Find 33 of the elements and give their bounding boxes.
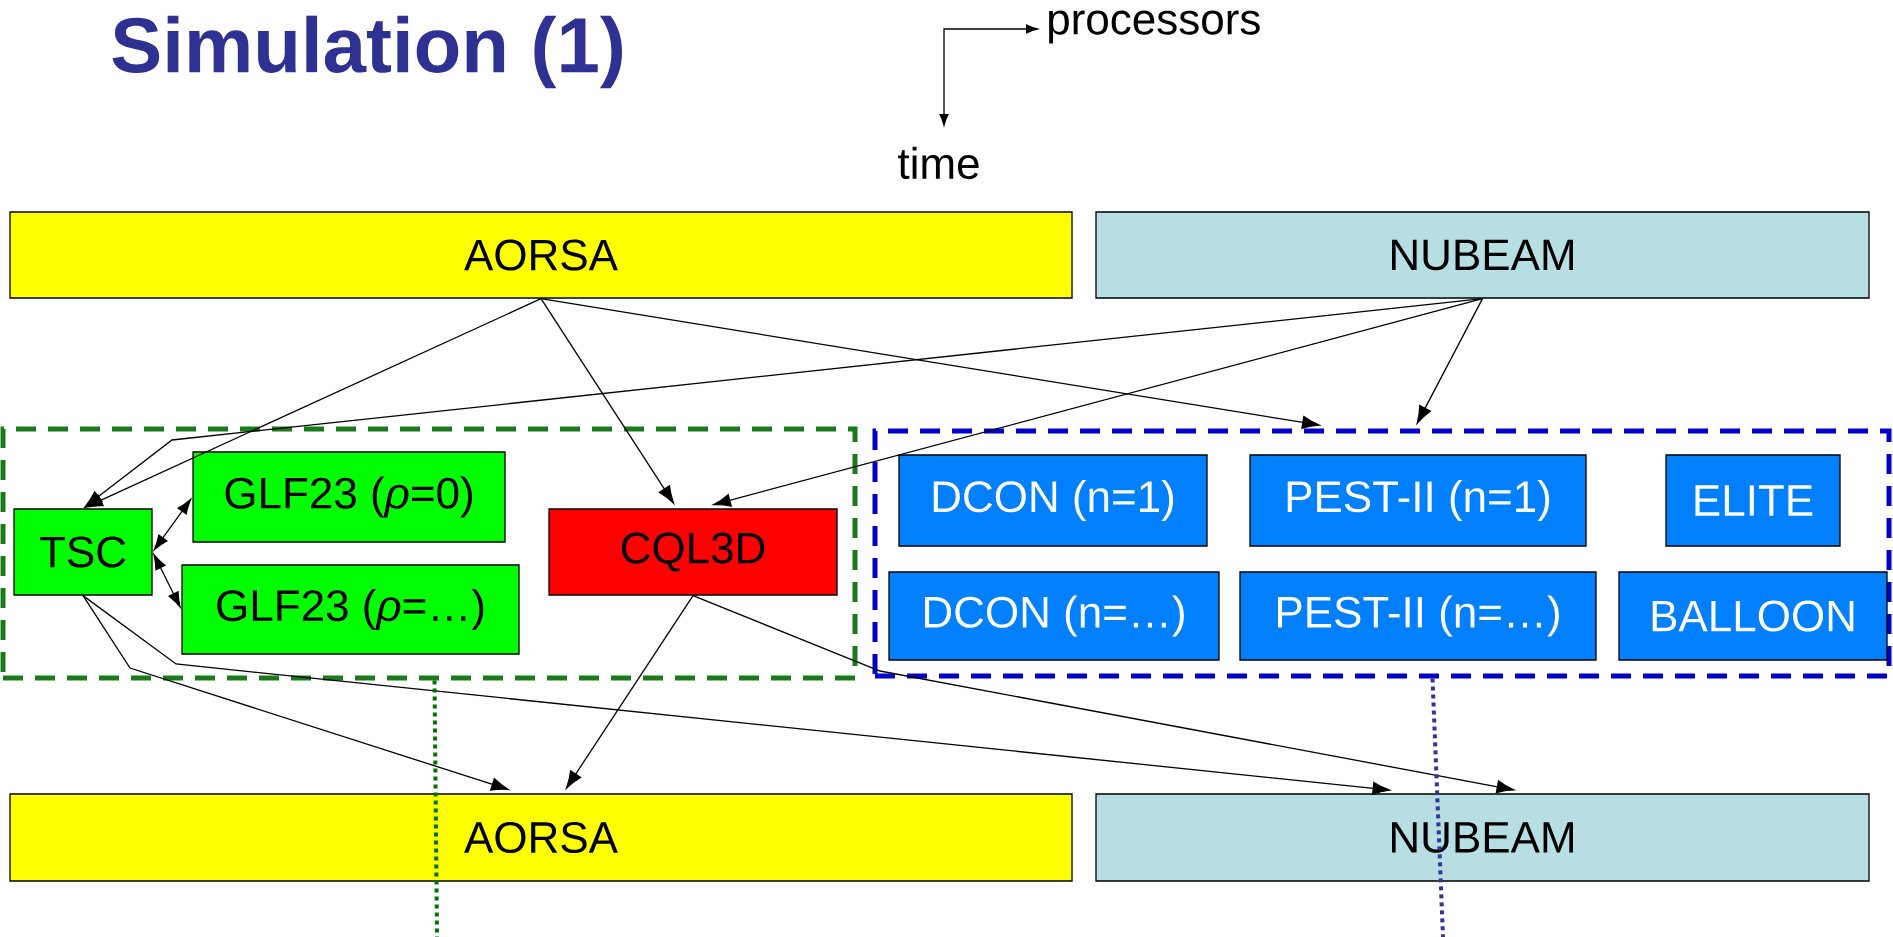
process-box: GLF23 (ρ=0) bbox=[192, 451, 506, 543]
group-frame bbox=[872, 428, 1892, 679]
axis-label: time bbox=[898, 146, 979, 180]
process-box: ELITE bbox=[1665, 454, 1841, 547]
arrow bbox=[84, 298, 1484, 508]
process-bar: NUBEAM bbox=[1095, 211, 1870, 299]
process-box: DCON (n=…) bbox=[888, 571, 1220, 661]
arrow bbox=[153, 554, 181, 608]
arrow bbox=[692, 595, 1515, 794]
process-bar: NUBEAM bbox=[1095, 793, 1870, 882]
arrow bbox=[153, 498, 192, 551]
process-box: PEST-II (n=1) bbox=[1249, 454, 1587, 547]
group-frame bbox=[0, 426, 858, 681]
process-box: GLF23 (ρ=…) bbox=[181, 564, 520, 655]
process-box: DCON (n=1) bbox=[898, 454, 1208, 547]
process-box: TSC bbox=[13, 508, 153, 596]
process-bar: AORSA bbox=[9, 793, 1073, 882]
arrow bbox=[1416, 298, 1484, 424]
arrow bbox=[565, 595, 694, 789]
connector-line bbox=[432, 680, 439, 937]
arrow bbox=[540, 298, 675, 504]
process-box: CQL3D bbox=[548, 508, 838, 596]
arrow bbox=[540, 298, 1320, 429]
arrow bbox=[82, 595, 509, 791]
process-box: BALLOON bbox=[1618, 571, 1888, 661]
process-bar: AORSA bbox=[9, 211, 1073, 299]
axis-label: processors bbox=[1049, 10, 1260, 44]
arrow bbox=[82, 595, 1391, 795]
title: Simulation (1) bbox=[112, 15, 622, 89]
process-box: PEST-II (n=…) bbox=[1239, 571, 1597, 661]
connector-line bbox=[1430, 678, 1445, 937]
arrow bbox=[713, 298, 1484, 507]
arrow bbox=[84, 298, 542, 508]
